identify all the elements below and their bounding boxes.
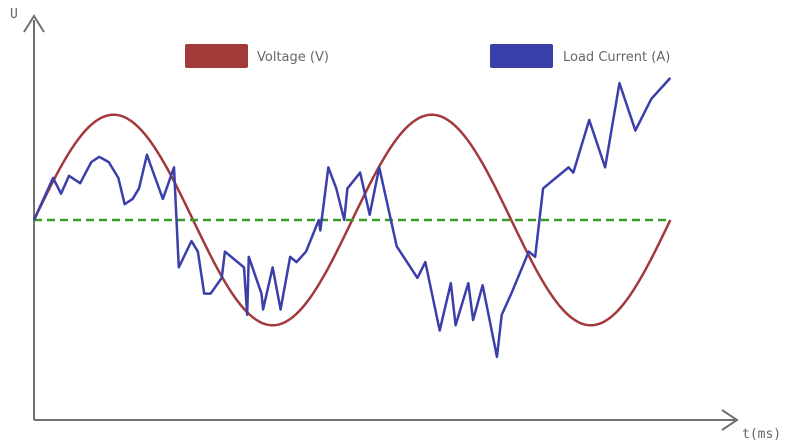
legend-item-voltage: Voltage (V) [185,44,329,68]
x-axis-label: t(ms) [742,427,781,442]
x-axis-arrow [721,409,739,431]
y-axis-arrow [23,14,45,33]
legend-swatch-voltage [185,44,248,68]
axes: U t(ms) [10,7,781,442]
plot-area [32,77,672,359]
legend-item-load-current: Load Current (A) [490,44,670,68]
legend: Voltage (V) Load Current (A) [185,44,670,68]
y-axis-label: U [10,7,18,22]
legend-swatch-load-current [490,44,553,68]
legend-label-load-current: Load Current (A) [563,50,670,65]
series-line-load-current [32,77,672,359]
legend-label-voltage: Voltage (V) [257,50,329,65]
